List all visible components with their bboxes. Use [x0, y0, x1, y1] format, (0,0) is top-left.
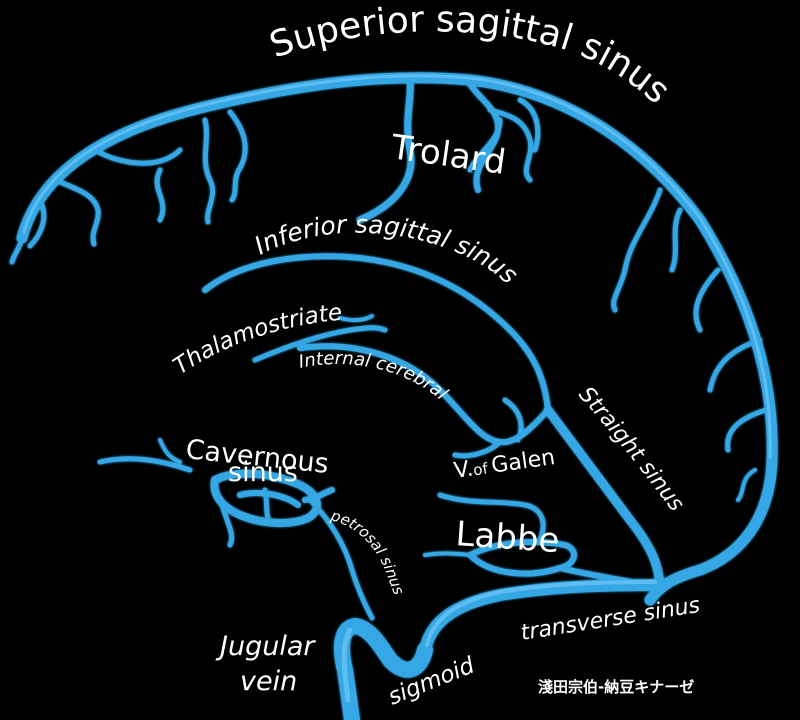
label-jugular-line1: Jugular — [215, 631, 316, 662]
label-galen-of: of — [472, 459, 490, 479]
frontal-branch-2 — [57, 179, 101, 247]
label-galen-v: V. — [452, 457, 475, 484]
frontal-branch-6 — [227, 109, 248, 203]
label-cavernous-line2: sinus — [228, 457, 298, 488]
occipital-branch-1 — [707, 337, 763, 393]
thalamostriate-vessel — [252, 325, 388, 363]
parietal-branch-3 — [693, 267, 721, 333]
cavernous-to-petrosal — [302, 487, 335, 503]
vessel-highlights — [22, 74, 772, 703]
frontal-branch-7 — [154, 167, 166, 223]
credit-text: 淺田宗伯-納豆キナーゼ — [538, 678, 694, 696]
occipital-branch-3 — [736, 468, 757, 502]
cavernous-feeder-1 — [97, 456, 193, 473]
labbe-loop-lower — [467, 552, 563, 577]
parietal-branch-2 — [669, 207, 683, 273]
superior-sagittal-highlight — [22, 74, 772, 460]
transverse-highlight — [425, 580, 657, 647]
trolard-vein-1 — [356, 76, 415, 224]
label-jugular-line2: vein — [240, 666, 297, 697]
straight-sinus-vessel — [543, 405, 665, 595]
labbe-loop-upper — [467, 539, 577, 571]
parietal-branch-1 — [611, 187, 663, 313]
frontal-branch-3 — [27, 202, 47, 249]
frontal-branch-4 — [92, 147, 183, 166]
label-labbe: Labbe — [454, 514, 560, 561]
cavernous-loop-2 — [237, 490, 301, 508]
basal-vein-1 — [437, 492, 546, 543]
vessels — [9, 72, 778, 720]
trolard-vein-4 — [467, 117, 503, 173]
cavernous-loop-4 — [262, 487, 273, 525]
cavernous-loop-3 — [219, 502, 235, 548]
superior-sagittal-sinus-vessel — [16, 72, 778, 606]
basal-vein-2 — [423, 551, 472, 557]
trolard-vein-5 — [517, 97, 541, 153]
trolard-vein-3 — [487, 107, 534, 183]
cavernous-feeder-2 — [158, 438, 182, 464]
thalamostriate-branch — [338, 314, 374, 323]
galen-branch-1 — [502, 397, 524, 443]
cavernous-loop-1 — [210, 469, 321, 528]
sigmoid-highlight — [341, 627, 353, 703]
galen-branch-2 — [452, 439, 503, 459]
petrosal-sinus-vessel — [307, 497, 375, 621]
occipital-branch-2 — [725, 407, 769, 453]
inferior-sagittal-sinus-vessel — [202, 253, 551, 413]
frontal-branch-1 — [9, 235, 25, 265]
frontal-branch-5 — [202, 117, 216, 225]
